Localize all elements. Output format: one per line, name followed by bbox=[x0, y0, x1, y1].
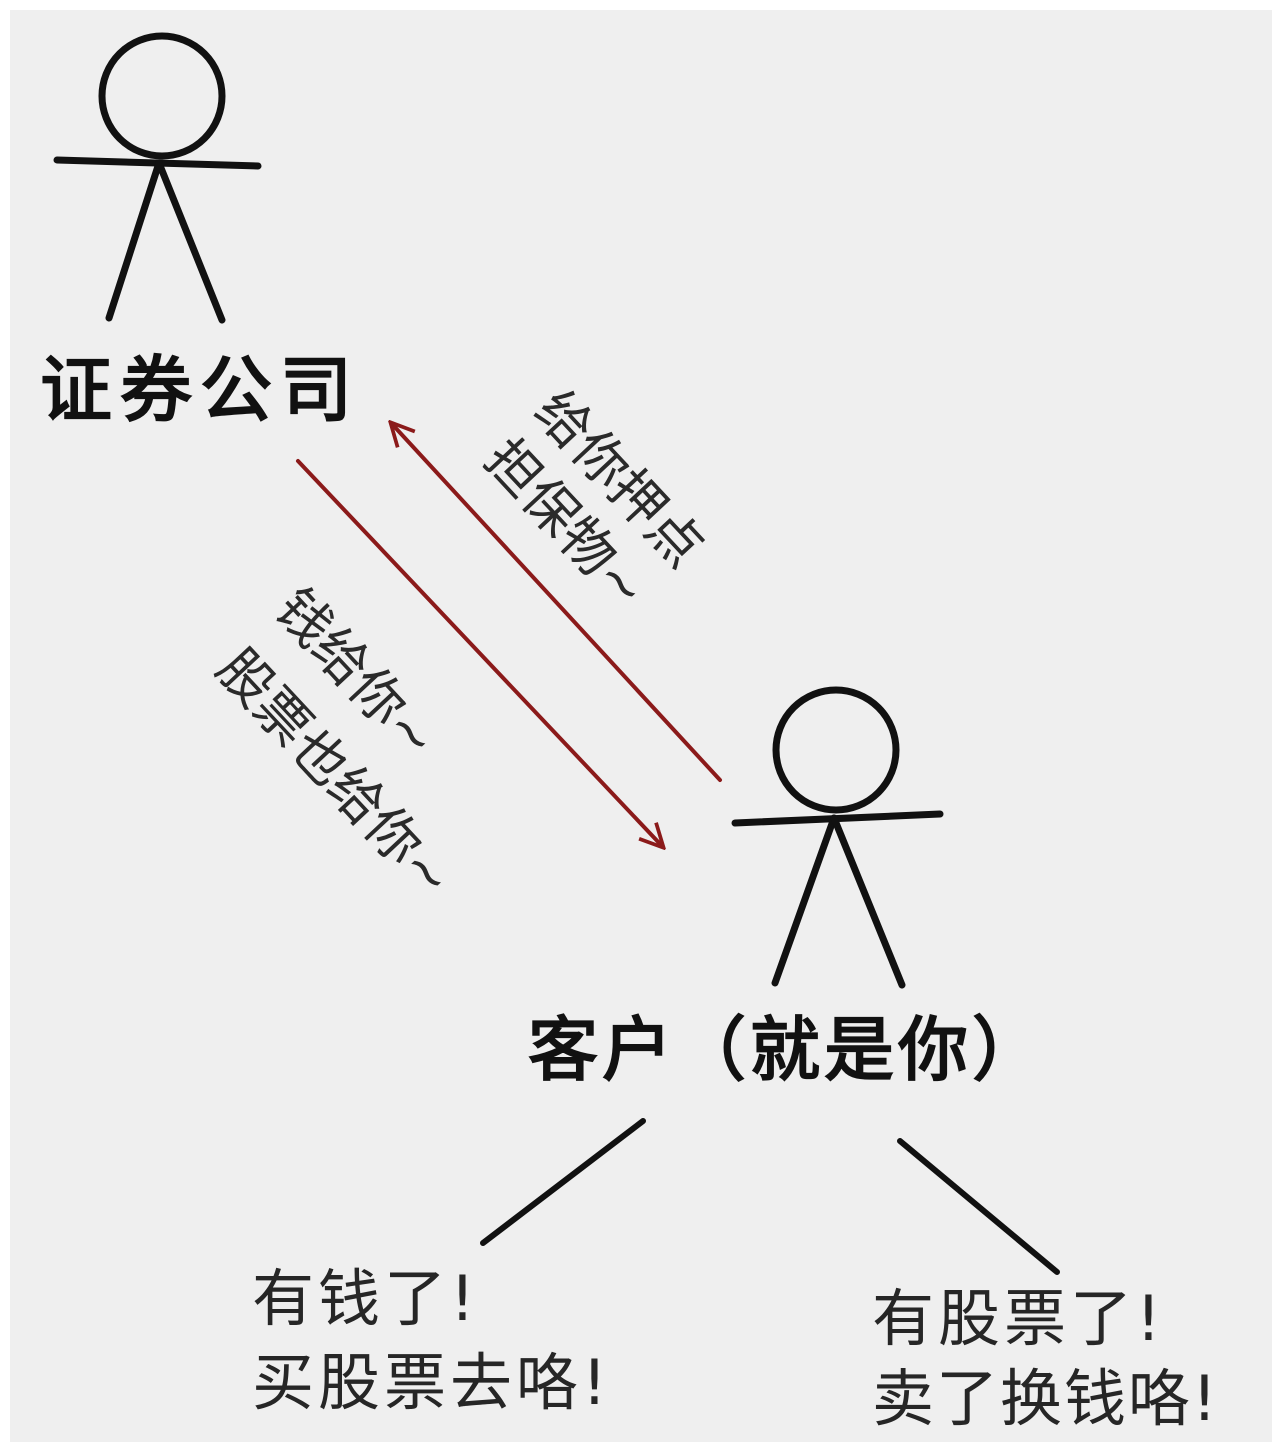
money-stock-arrow bbox=[296, 459, 662, 846]
branch-line-left bbox=[480, 1118, 646, 1246]
broker-stick-figure-icon bbox=[53, 32, 262, 324]
collateral-arrow bbox=[392, 424, 722, 782]
diagram-panel bbox=[10, 10, 1272, 1442]
branch-line-right bbox=[897, 1138, 1060, 1275]
broker-label: 证券公司 bbox=[40, 348, 361, 432]
outcome-right-line1: 有股票了! bbox=[872, 1282, 1165, 1355]
client-stick-figure-icon bbox=[731, 686, 944, 989]
outcome-left-line1: 有钱了! bbox=[252, 1262, 479, 1335]
outcome-left-line2: 买股票去咯! bbox=[252, 1346, 611, 1419]
outcome-right-line2: 卖了换钱咯! bbox=[872, 1362, 1219, 1435]
client-label: 客户（就是你） bbox=[528, 1009, 1046, 1091]
